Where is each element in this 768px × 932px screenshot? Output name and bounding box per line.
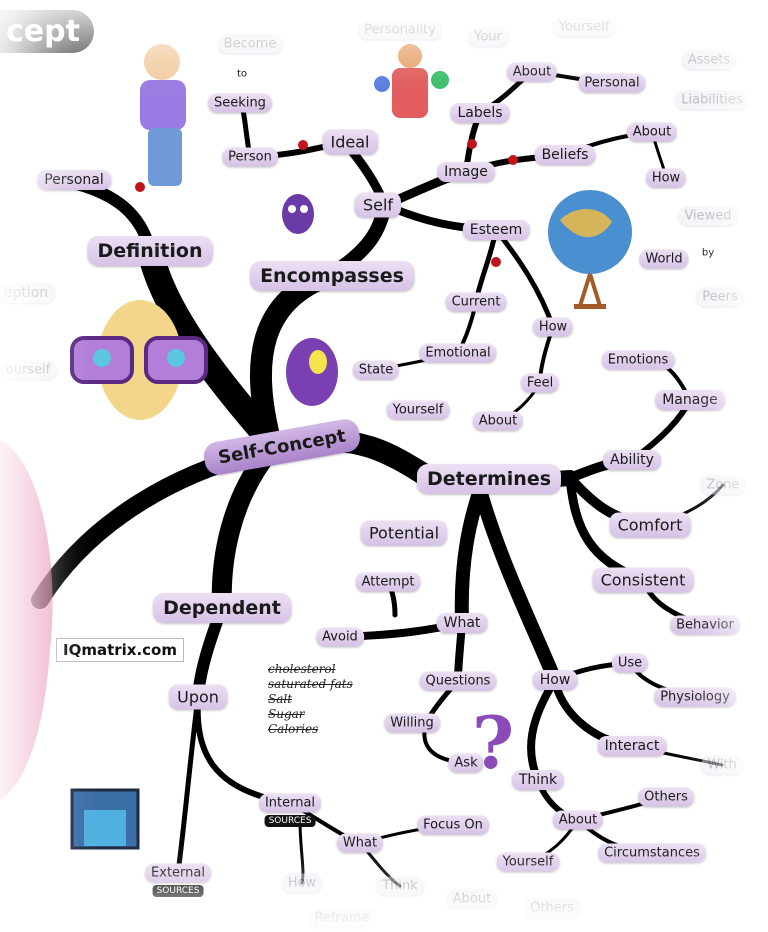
question-mark-icon: ? xyxy=(472,700,515,785)
tag-sources-internal: SOURCES xyxy=(264,815,316,827)
node-viewed[interactable]: Viewed xyxy=(678,206,738,226)
glasses-face xyxy=(70,300,208,420)
food-item: saturated fats xyxy=(268,677,353,691)
node-ask[interactable]: Ask xyxy=(448,753,484,773)
node-external[interactable]: External xyxy=(145,863,211,883)
node-how-viewed[interactable]: How xyxy=(645,168,687,188)
node-personal-right[interactable]: Personal xyxy=(578,73,646,93)
node-become[interactable]: Become xyxy=(217,34,283,54)
node-yourself-fragment[interactable]: ourself xyxy=(0,360,57,380)
node-manage[interactable]: Manage xyxy=(655,390,725,410)
node-beliefs[interactable]: Beliefs xyxy=(534,145,596,165)
node-about-think[interactable]: About xyxy=(552,810,604,830)
node-reframe[interactable]: Reframe xyxy=(308,908,376,928)
node-emotional[interactable]: Emotional xyxy=(419,343,497,363)
node-ability[interactable]: Ability xyxy=(603,450,661,470)
node-personality[interactable]: Personality xyxy=(358,20,442,40)
node-emotions[interactable]: Emotions xyxy=(601,350,675,370)
node-determines[interactable]: Determines xyxy=(416,464,562,494)
node-definition[interactable]: Definition xyxy=(87,236,213,266)
node-attempt[interactable]: Attempt xyxy=(355,572,421,592)
node-assets[interactable]: Assets xyxy=(681,50,737,70)
node-your[interactable]: Your xyxy=(468,27,508,47)
node-about-beliefs[interactable]: About xyxy=(626,122,678,142)
node-what-internal[interactable]: What xyxy=(336,833,384,853)
node-feel[interactable]: Feel xyxy=(520,373,560,393)
node-focus-on[interactable]: Focus On xyxy=(417,815,489,835)
node-think[interactable]: Think xyxy=(511,770,565,790)
node-behavior[interactable]: Behavior xyxy=(670,615,740,635)
node-personal[interactable]: Personal xyxy=(37,170,111,190)
node-what[interactable]: What xyxy=(436,613,488,633)
globe xyxy=(548,190,632,309)
node-potential[interactable]: Potential xyxy=(360,520,448,546)
food-item: cholesterol xyxy=(268,662,336,676)
node-world[interactable]: World xyxy=(639,249,689,269)
node-current[interactable]: Current xyxy=(445,292,507,312)
food-list: cholesterol saturated fats Salt Sugar Ca… xyxy=(268,662,353,737)
strongman-figure xyxy=(140,44,186,186)
connector-to-ask: to xyxy=(421,756,433,770)
node-seeking[interactable]: Seeking xyxy=(208,93,272,113)
node-questions[interactable]: Questions xyxy=(419,671,497,691)
node-yourself-bottom[interactable]: Yourself xyxy=(496,852,560,872)
node-perception-fragment[interactable]: eption xyxy=(0,283,56,303)
worried-figure xyxy=(282,194,314,234)
connector-to-manage: to xyxy=(688,428,700,442)
connector-to-seeking: to xyxy=(236,68,248,80)
node-how-bottom[interactable]: How xyxy=(281,873,323,893)
food-item: Sugar xyxy=(268,707,305,721)
connector-will: will xyxy=(397,616,417,630)
food-item: Calories xyxy=(268,722,319,736)
node-willing[interactable]: Willing xyxy=(384,713,440,733)
node-encompasses[interactable]: Encompasses xyxy=(250,261,414,291)
node-how-right[interactable]: How xyxy=(532,670,578,690)
node-labels[interactable]: Labels xyxy=(450,103,510,123)
node-comfort[interactable]: Comfort xyxy=(609,512,691,538)
connector-by: by xyxy=(701,247,715,259)
idea-figure xyxy=(286,338,338,406)
node-yourself-feel[interactable]: Yourself xyxy=(386,400,450,420)
node-interact[interactable]: Interact xyxy=(597,736,667,756)
tag-sources-external: SOURCES xyxy=(152,885,204,897)
node-avoid[interactable]: Avoid xyxy=(316,627,364,647)
node-ideal[interactable]: Ideal xyxy=(322,129,378,155)
node-person[interactable]: Person xyxy=(222,147,278,167)
node-about-bottom[interactable]: About xyxy=(446,889,498,909)
node-state[interactable]: State xyxy=(352,360,400,380)
node-yourself-top[interactable]: Yourself xyxy=(552,17,616,37)
node-zone[interactable]: Zone xyxy=(700,475,746,495)
title-fragment: cept xyxy=(0,10,94,53)
node-circumstances[interactable]: Circumstances xyxy=(598,843,706,863)
node-peers[interactable]: Peers xyxy=(696,287,744,307)
food-item: Salt xyxy=(268,692,293,706)
node-how-esteem[interactable]: How xyxy=(532,317,574,337)
node-others-bottom[interactable]: Others xyxy=(524,898,580,918)
node-others[interactable]: Others xyxy=(638,787,694,807)
node-about-feel[interactable]: About xyxy=(472,411,524,431)
node-use[interactable]: Use xyxy=(611,653,649,673)
node-internal[interactable]: Internal xyxy=(258,793,322,813)
node-consistent[interactable]: Consistent xyxy=(592,567,694,593)
node-think-bottom[interactable]: Think xyxy=(376,876,424,896)
node-physiology[interactable]: Physiology xyxy=(654,687,736,707)
brand-label[interactable]: IQmatrix.com xyxy=(56,638,184,662)
node-esteem[interactable]: Esteem xyxy=(462,220,530,240)
node-dependent[interactable]: Dependent xyxy=(153,593,291,623)
node-about-top[interactable]: About xyxy=(506,62,558,82)
computer-icon xyxy=(70,788,140,850)
node-self[interactable]: Self xyxy=(354,192,402,218)
node-upon[interactable]: Upon xyxy=(169,684,227,710)
node-image[interactable]: Image xyxy=(437,162,495,182)
paint-figure xyxy=(374,44,449,118)
node-liabilities[interactable]: Liabilities xyxy=(675,90,749,110)
node-with[interactable]: With xyxy=(701,755,743,775)
